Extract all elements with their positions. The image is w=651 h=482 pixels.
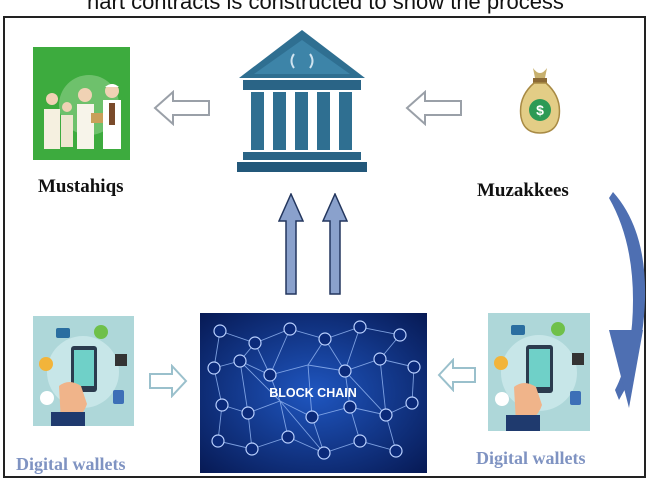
mustahiqs-people-icon [33,47,130,160]
blue-up-arrow-icon-2 [322,193,348,295]
digital-wallet-phone-icon [33,316,134,426]
left-digital-wallets-label: Digital wallets [16,454,126,474]
digital-wallet-phone-icon-2 [488,313,590,431]
money-bag-icon: $ [517,66,563,136]
mustahiqs-label: Mustahiqs [38,176,124,197]
diagram-frame [3,16,646,478]
curved-blue-arrow-icon [607,190,647,410]
muzakkees-label: Muzakkees [477,180,569,201]
blockchain-label: BLOCK CHAIN [269,386,357,400]
hollow-arrow-left-icon-3 [437,358,477,392]
right-digital-wallets-label: Digital wallets [476,448,586,468]
hollow-arrow-left-icon-2 [405,90,463,126]
blue-up-arrow-icon [278,193,304,295]
cut-header-text: nart contracts is constructed to show th… [87,0,564,14]
blockchain-network-icon: BLOCK CHAIN [200,313,427,473]
hollow-arrow-right-icon [148,364,188,398]
hollow-arrow-left-icon [153,90,211,126]
bank-building-icon [237,28,367,173]
svg-text:$: $ [536,102,544,118]
